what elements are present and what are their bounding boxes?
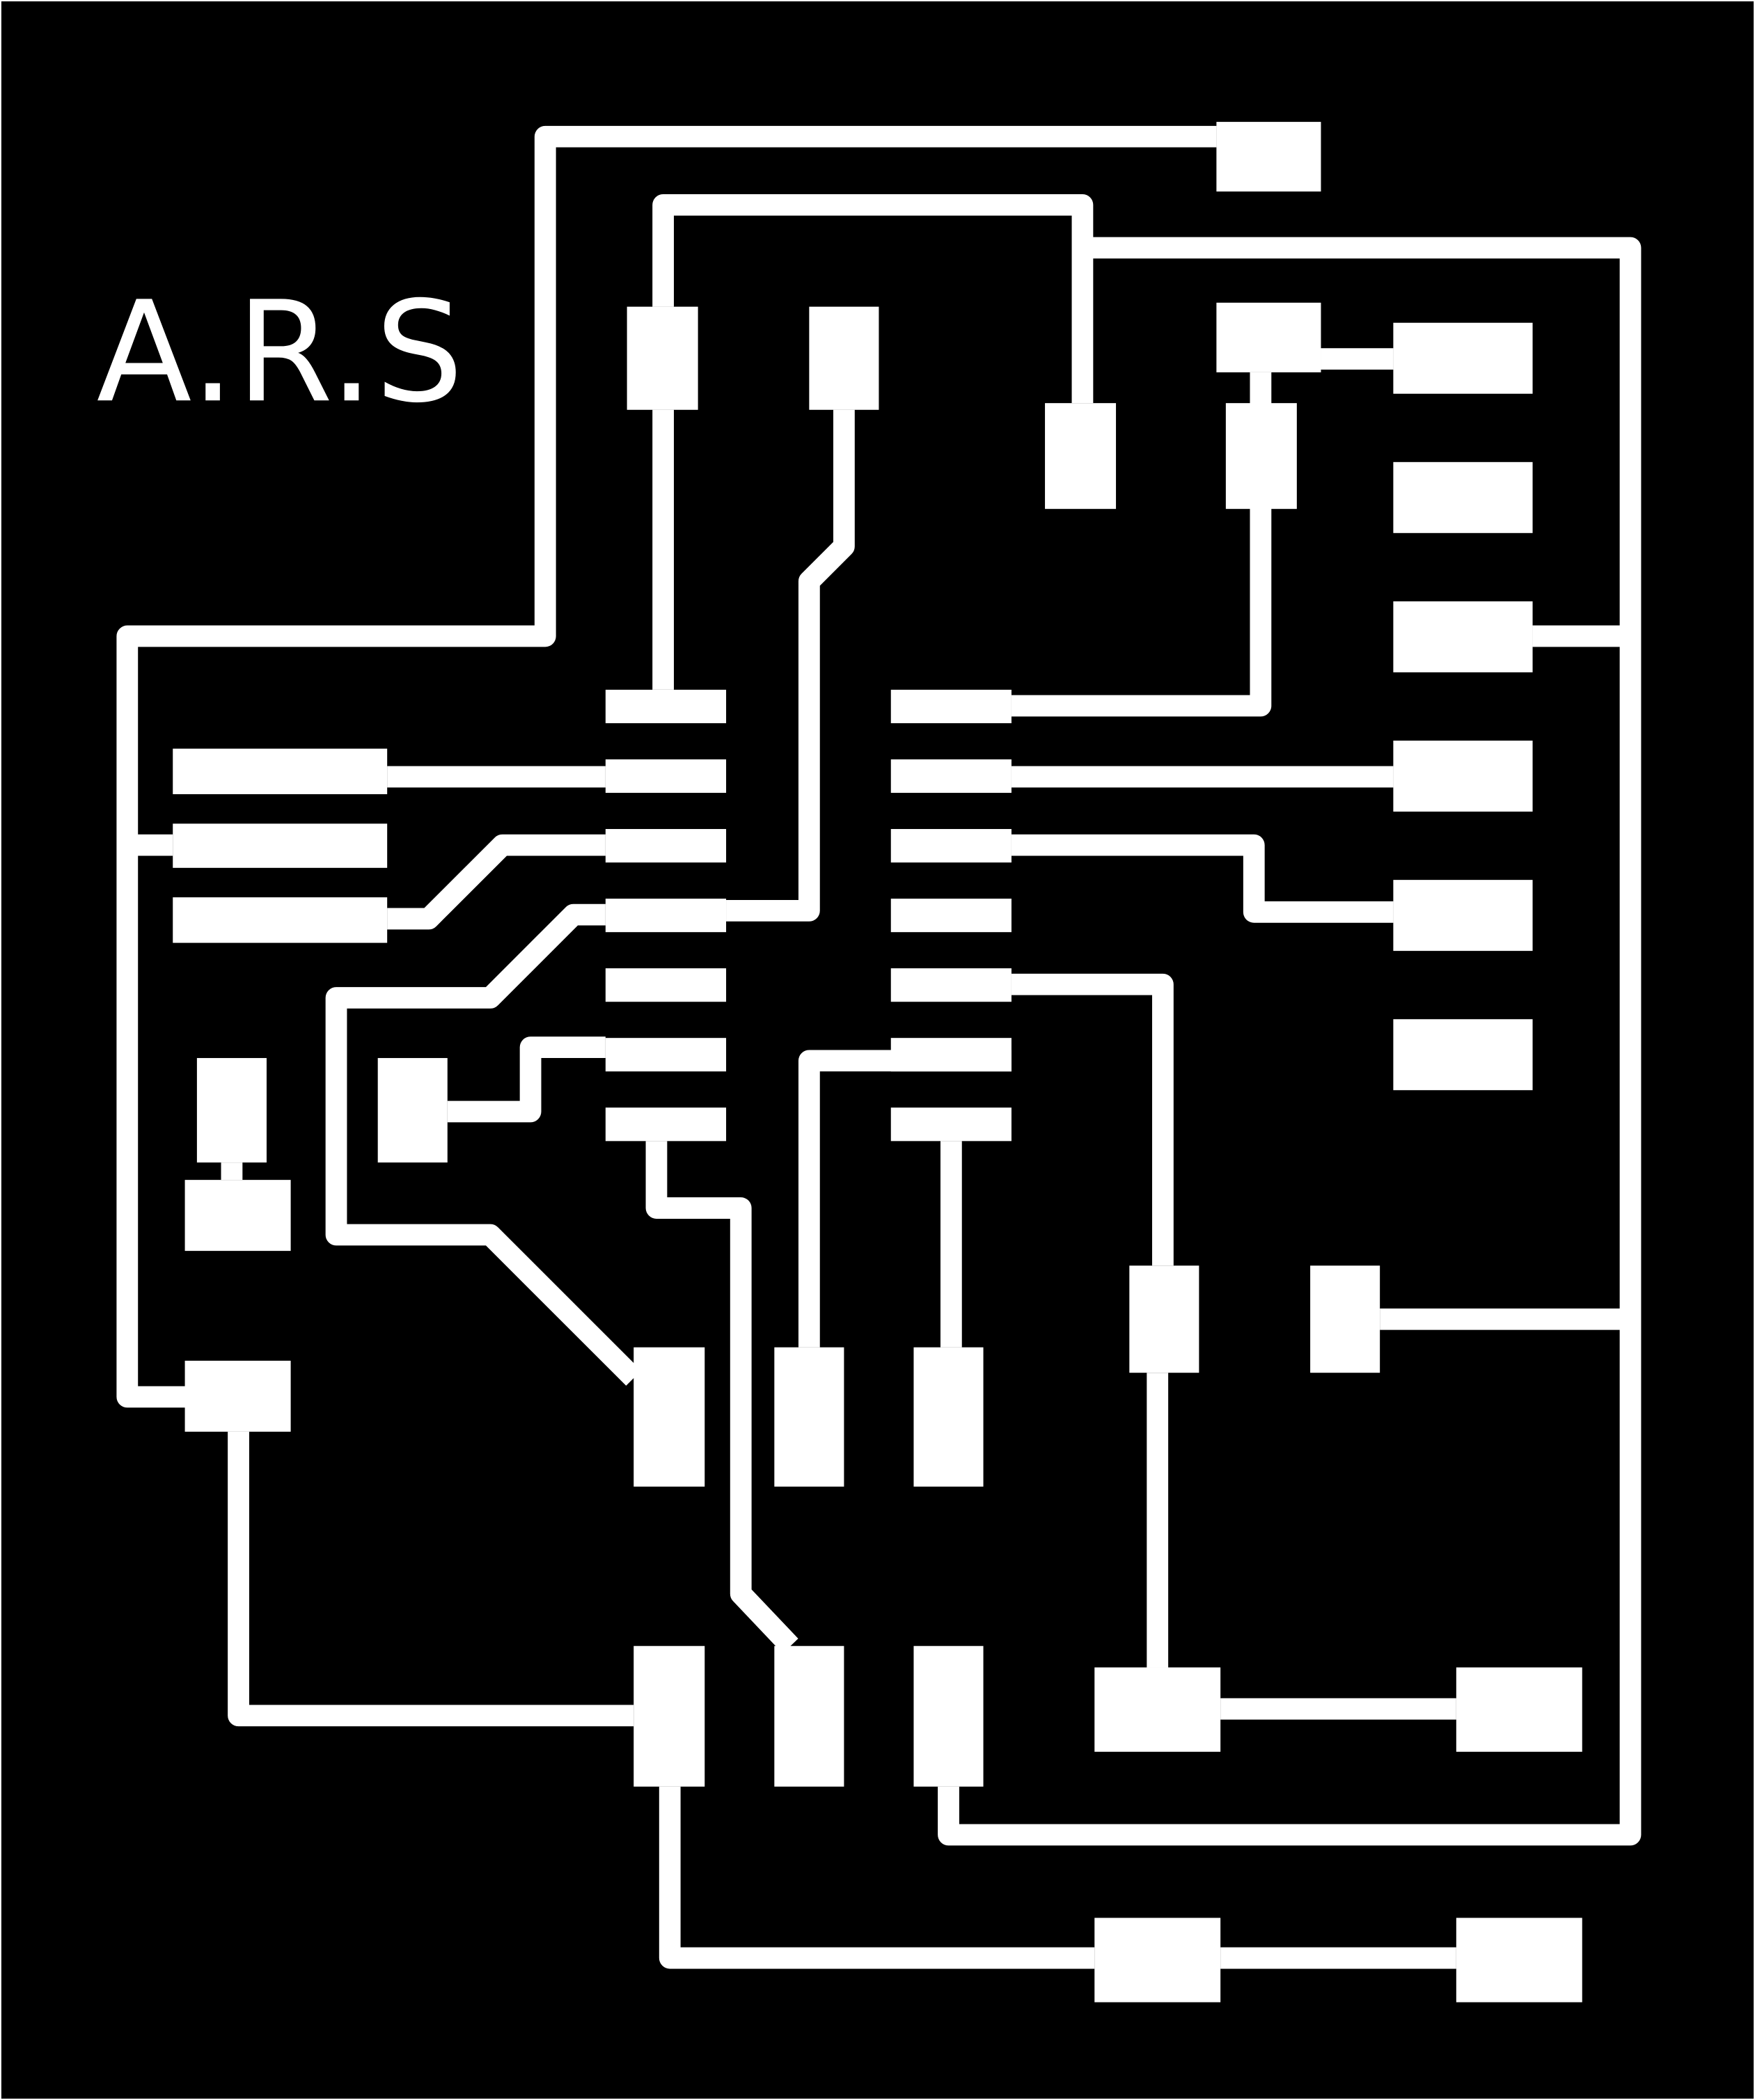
solder-pad xyxy=(1129,1265,1199,1373)
solder-pad xyxy=(173,748,388,794)
pads-layer xyxy=(173,122,1582,2003)
solder-pad xyxy=(1456,1667,1582,1752)
solder-pad xyxy=(1045,403,1117,510)
solder-pad xyxy=(890,759,1012,794)
solder-pad xyxy=(1393,1019,1533,1091)
solder-pad xyxy=(1393,322,1533,394)
copper-trace xyxy=(1011,973,1174,1266)
copper-trace xyxy=(652,194,1094,404)
traces-layer xyxy=(116,125,1642,1969)
solder-pad xyxy=(1393,601,1533,672)
solder-pad xyxy=(633,1347,705,1487)
copper-trace xyxy=(387,834,606,930)
solder-pad xyxy=(633,1645,705,1787)
solder-pad xyxy=(1216,122,1321,192)
copper-trace xyxy=(116,125,1217,1408)
solder-pad xyxy=(605,968,727,1002)
solder-pad xyxy=(1094,1667,1221,1752)
solder-pad xyxy=(605,829,727,863)
solder-pad xyxy=(605,689,727,724)
solder-pad xyxy=(196,1058,267,1163)
copper-trace xyxy=(228,1431,634,1727)
solder-pad xyxy=(774,1645,844,1787)
copper-trace xyxy=(1011,834,1394,923)
copper-trace xyxy=(447,1036,606,1123)
solder-pad xyxy=(1393,741,1533,812)
solder-pad xyxy=(809,306,879,410)
solder-pad xyxy=(890,689,1012,724)
copper-trace xyxy=(938,237,1642,1846)
solder-pad xyxy=(890,829,1012,863)
copper-trace xyxy=(659,1786,1095,1969)
solder-pad xyxy=(184,1180,291,1252)
solder-pad xyxy=(605,759,727,794)
copper-trace xyxy=(325,903,642,1386)
solder-pad xyxy=(1216,302,1321,372)
solder-pad xyxy=(774,1347,844,1487)
solder-pad xyxy=(890,968,1012,1002)
copper-trace xyxy=(645,1141,798,1654)
solder-pad xyxy=(605,1107,727,1142)
solder-pad xyxy=(605,1038,727,1072)
solder-pad xyxy=(1094,1918,1221,2003)
solder-pad xyxy=(1310,1265,1380,1373)
solder-pad xyxy=(377,1058,448,1163)
solder-pad xyxy=(890,1038,1012,1072)
solder-pad xyxy=(1225,403,1297,510)
solder-pad xyxy=(1393,880,1533,952)
board-label: A.R.S xyxy=(97,271,465,434)
solder-pad xyxy=(913,1645,984,1787)
solder-pad xyxy=(173,897,388,943)
solder-pad xyxy=(1393,461,1533,533)
solder-pad xyxy=(1456,1918,1582,2003)
solder-pad xyxy=(890,899,1012,933)
solder-pad xyxy=(173,823,388,868)
copper-trace xyxy=(726,409,855,922)
solder-pad xyxy=(605,899,727,933)
solder-pad xyxy=(913,1347,984,1487)
solder-pad xyxy=(184,1360,291,1432)
solder-pad xyxy=(890,1107,1012,1142)
solder-pad xyxy=(627,306,698,410)
